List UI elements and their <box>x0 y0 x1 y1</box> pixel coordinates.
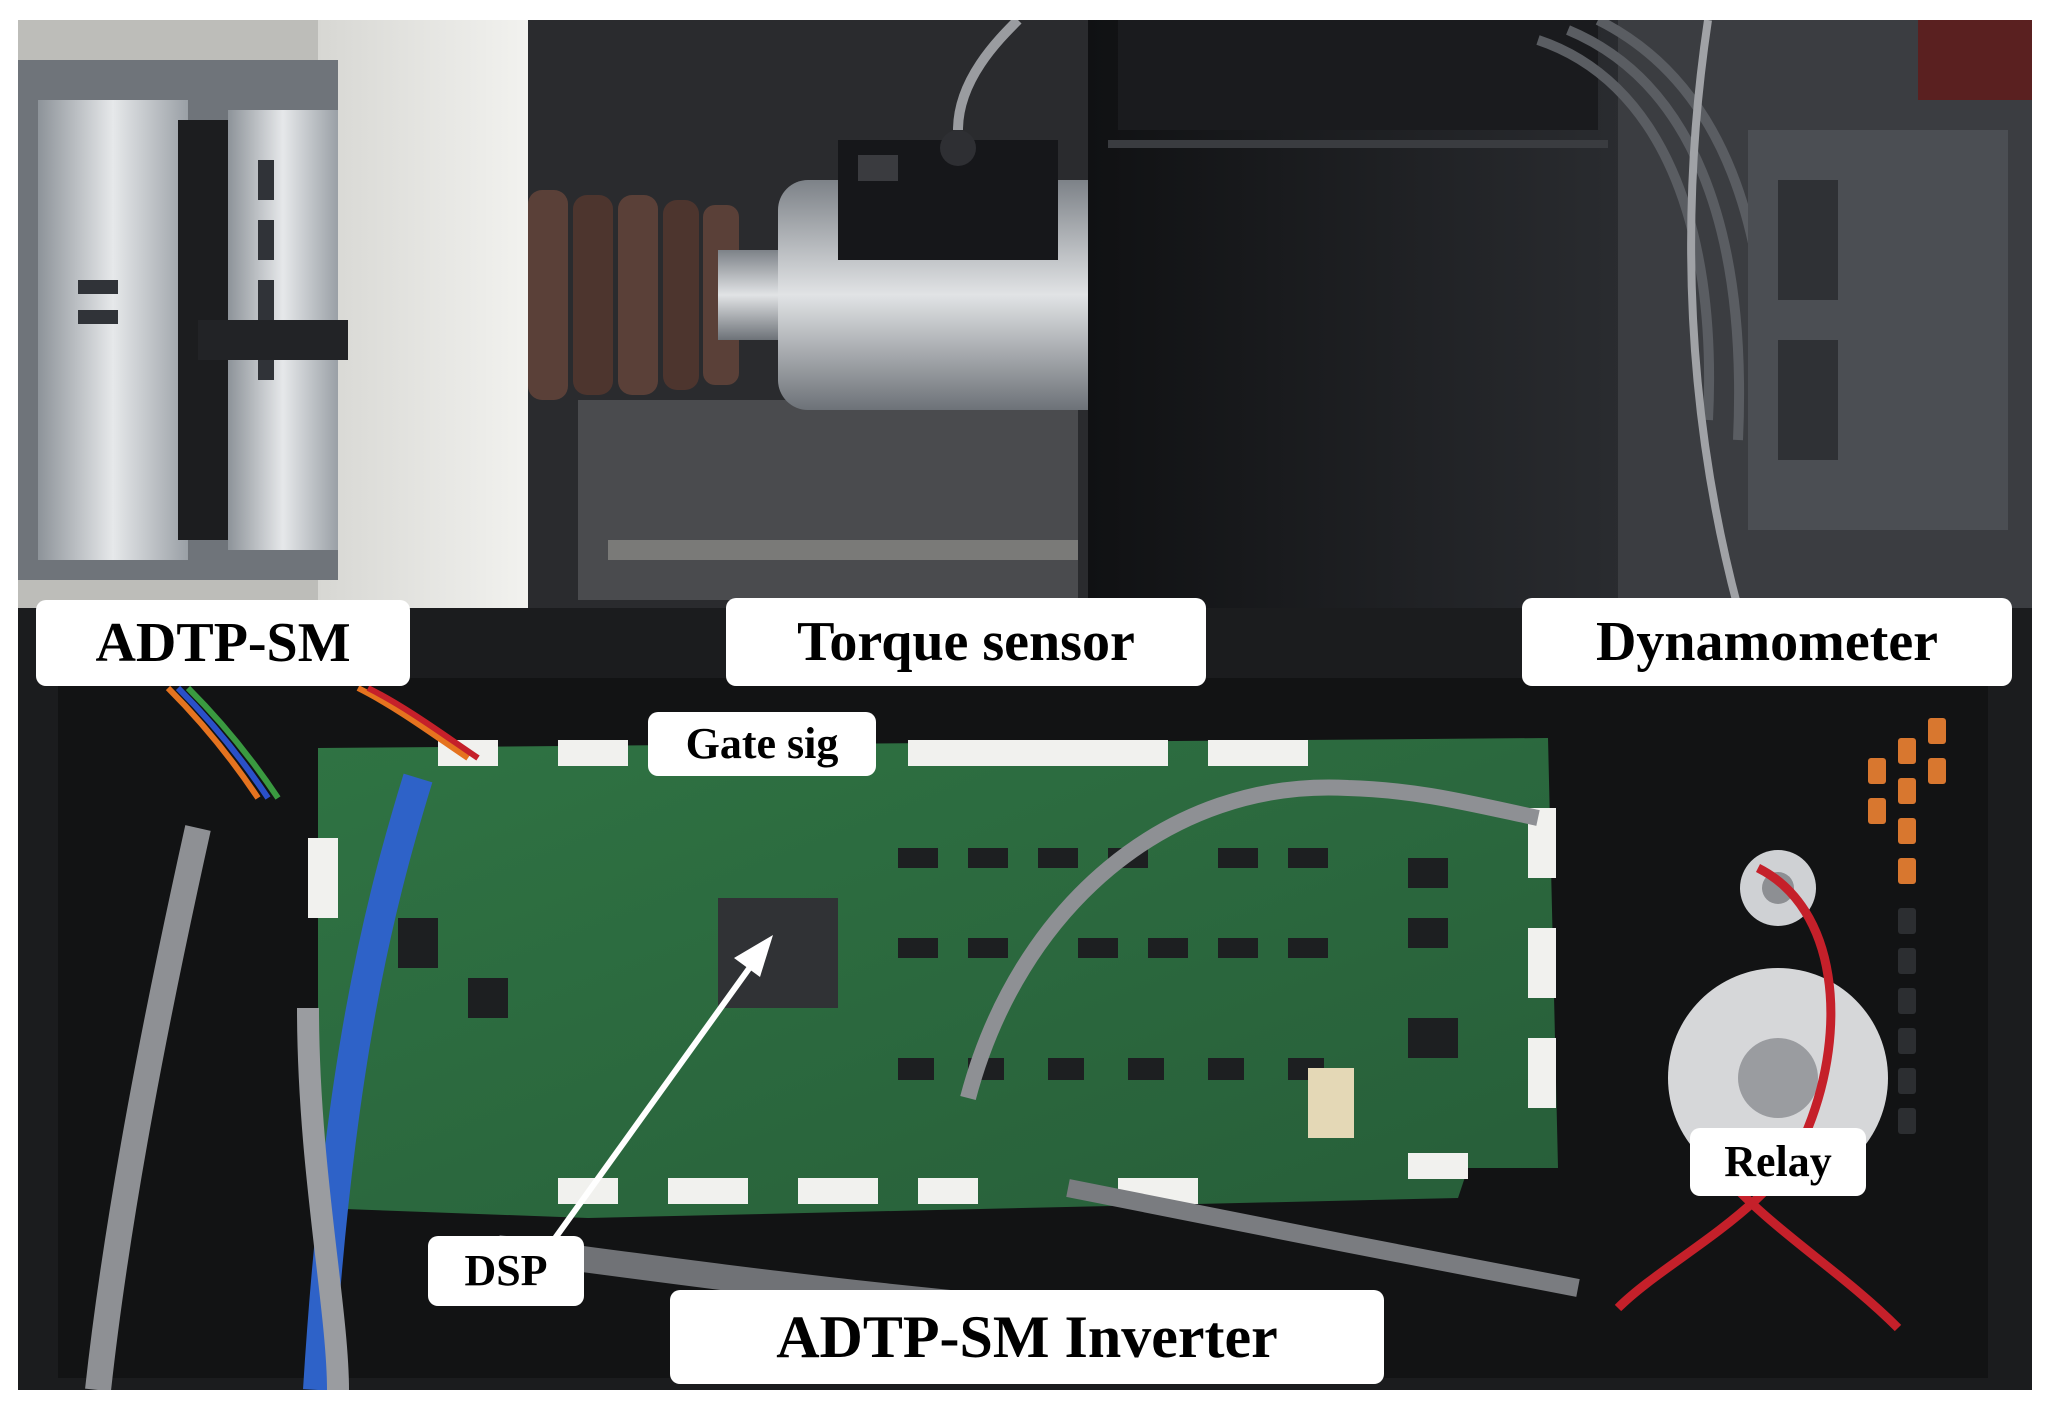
test-bench-photo <box>18 20 2032 608</box>
inverter-board-photo <box>18 608 2032 1390</box>
label-dsp: DSP <box>428 1236 584 1306</box>
label-dynamometer: Dynamometer <box>1522 598 2012 686</box>
test-bench-illustration <box>18 20 2032 608</box>
label-gate-sig: Gate sig <box>648 712 876 776</box>
label-relay: Relay <box>1690 1128 1866 1196</box>
label-adtp-sm-inverter: ADTP-SM Inverter <box>670 1290 1384 1384</box>
dsp-pointer-arrow <box>545 935 773 1250</box>
label-torque-sensor: Torque sensor <box>726 598 1206 686</box>
inverter-board-illustration <box>18 608 2032 1390</box>
label-adtp-sm: ADTP-SM <box>36 600 410 686</box>
